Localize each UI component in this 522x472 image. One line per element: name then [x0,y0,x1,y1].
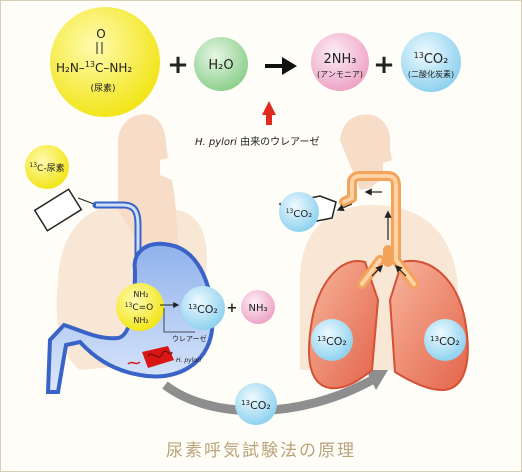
urea-isotope-sup: 13 [85,60,95,69]
svg-text:13CO₂: 13CO₂ [286,208,313,220]
urea-formula-left: H₂N– [56,61,85,75]
drinking-cup [33,188,95,232]
stomach-co2-sup: 13 [188,303,197,311]
stomach-nh3-formula: NH₃ [248,303,267,314]
left-lung-co2-sup: 13 [317,335,326,343]
svg-text:13CO₂: 13CO₂ [188,303,218,316]
svg-text:H₂N–13C–NH₂: H₂N–13C–NH₂ [56,60,132,75]
water-formula: H₂O [208,58,233,73]
right-lung-co2-sup: 13 [430,335,439,343]
svg-text:13CO₂: 13CO₂ [241,399,271,412]
co2-name: (二酸化炭素) [408,69,454,79]
co2-formula: CO₂ [424,52,449,67]
enzyme-label: 由来のウレアーゼ [237,135,320,148]
svg-text:13CO₂: 13CO₂ [430,335,460,348]
reaction-arrow [265,57,297,75]
bloodstream-arrowhead [366,370,388,390]
h-pylori-label: H. pylori [176,357,201,364]
trachea-inner [342,174,416,286]
stomach-nh3-molecule: NH₃ [241,290,275,324]
stomach-urea-bottom: NH₂ [133,316,148,325]
blood-co2-formula: CO₂ [250,399,271,412]
exhale-co2-molecule: 13CO₂ [279,192,319,232]
stomach-co2-formula: CO₂ [197,303,218,316]
urea-molecule: O H₂N–13C–NH₂ (尿素) [50,7,160,117]
c13-urea-sup: 13 [29,162,37,169]
water-molecule: H₂O [194,37,248,91]
stomach-urea-top: NH₂ [133,290,148,299]
svg-text:13CO₂: 13CO₂ [317,335,347,348]
urea-oxygen-label: O [96,27,105,41]
diagram-caption: 尿素呼気試験法の原理 [166,441,356,461]
svg-text:13C-尿素: 13C-尿素 [29,162,64,174]
exhale-co2-sup: 13 [286,208,294,215]
urea-formula-right: C–NH₂ [95,61,132,75]
ammonia-name: (アンモニア) [317,70,363,79]
airflow-arrows [336,188,407,277]
right-lung-co2-molecule: 13CO₂ [424,319,466,361]
c13-urea-label: C-尿素 [37,162,65,174]
co2-molecule: 13CO₂ (二酸化炭素) [401,32,461,92]
ammonia-formula: 2NH₃ [324,52,357,67]
svg-text:H. pylori 由来のウレアーゼ: H. pylori 由来のウレアーゼ [195,135,320,148]
urease-label: ウレアーゼ [172,334,207,343]
ammonia-molecule: 2NH₃ (アンモニア) [311,33,369,91]
exhale-co2-formula: CO₂ [293,209,312,220]
blood-co2-molecule: 13CO₂ [235,383,277,425]
enzyme-label-italic: H. pylori [195,137,237,148]
c13-urea-ingest-circle: 13C-尿素 [25,145,69,189]
svg-text:13CO₂: 13CO₂ [414,51,449,67]
urease-leader-line [163,308,195,333]
svg-text:13C=O: 13C=O [125,302,154,313]
enzyme-red-arrow [262,101,276,125]
plus-sign-2: + [373,50,395,80]
right-lung-co2-formula: CO₂ [439,335,460,348]
stomach-plus-sign: + [227,301,238,316]
plus-sign-1: + [167,50,189,80]
h-pylori-bacteria: H. pylori [127,346,201,368]
stomach-urea-sup: 13 [125,302,133,309]
esophagus-inner [96,203,140,272]
stomach-urea-mid: C=O [132,303,153,313]
stomach-co2-molecule: 13CO₂ [181,286,225,330]
left-lung-co2-formula: CO₂ [326,335,347,348]
co2-isotope-sup: 13 [414,51,424,60]
urea-name: (尿素) [90,82,115,94]
left-lung-co2-molecule: 13CO₂ [311,319,353,361]
stomach-urea-molecule: NH₂ 13C=O NH₂ [116,283,164,331]
blood-co2-sup: 13 [241,399,250,407]
